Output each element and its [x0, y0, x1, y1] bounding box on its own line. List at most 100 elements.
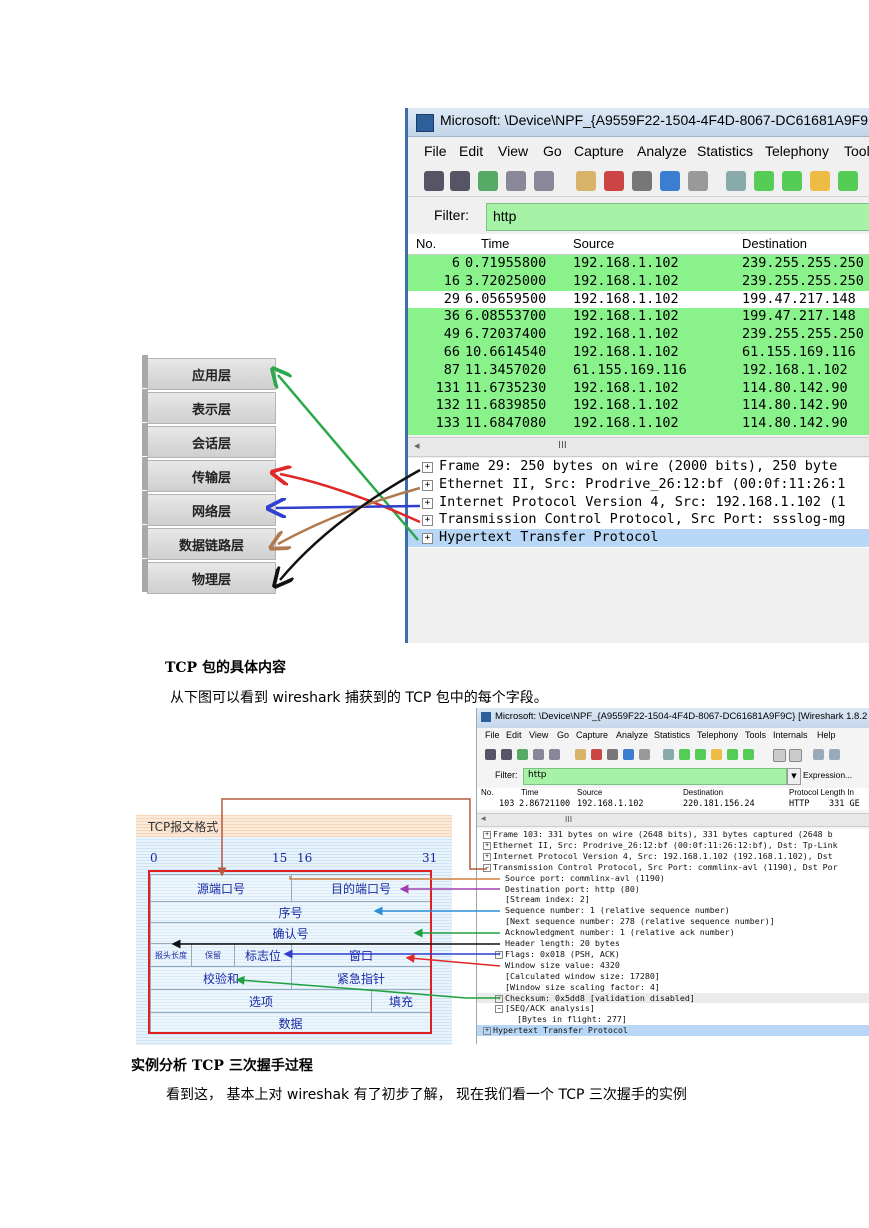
menu-tools[interactable]: Tools	[745, 730, 767, 740]
detail-row[interactable]: Acknowledgment number: 1 (relative ack n…	[477, 927, 869, 938]
menu-view[interactable]: View	[498, 143, 529, 159]
start-capture-icon[interactable]	[478, 171, 498, 191]
go-back-icon[interactable]	[754, 171, 774, 191]
column-source[interactable]: Source	[577, 788, 603, 797]
interfaces-icon[interactable]	[424, 171, 444, 191]
detail-row[interactable]: −Transmission Control Protocol, Src Port…	[477, 862, 869, 873]
detail-row[interactable]: +Frame 103: 331 bytes on wire (2648 bits…	[477, 829, 869, 840]
detail-row[interactable]: [Next sequence number: 278 (relative seq…	[477, 916, 869, 927]
expand-icon[interactable]: +	[483, 1027, 491, 1036]
menu-telephony[interactable]: Telephony	[765, 143, 829, 159]
stop-capture-icon[interactable]	[533, 749, 544, 760]
go-back-icon[interactable]	[679, 749, 690, 760]
menu-view[interactable]: View	[529, 730, 549, 740]
column-source[interactable]: Source	[573, 236, 615, 251]
horizontal-scrollbar[interactable]: ◂ III	[477, 813, 869, 827]
detail-row[interactable]: −[SEQ/ACK analysis]	[477, 1003, 869, 1014]
detail-row[interactable]: +Frame 29: 250 bytes on wire (2000 bits)…	[408, 458, 869, 476]
expand-icon[interactable]: +	[422, 533, 433, 545]
expand-icon[interactable]: +	[483, 831, 491, 839]
options-icon[interactable]	[501, 749, 512, 760]
reload-icon[interactable]	[660, 171, 680, 191]
print-icon[interactable]	[688, 171, 708, 191]
filter-dropdown-icon[interactable]: ▼	[787, 768, 801, 785]
menu-capture[interactable]: Capture	[574, 143, 624, 159]
expand-icon[interactable]: +	[483, 852, 491, 861]
detail-row[interactable]: +Ethernet II, Src: Prodrive_26:12:bf (00…	[477, 840, 869, 851]
go-forward-icon[interactable]	[695, 749, 706, 760]
column-time[interactable]: Time	[481, 236, 510, 251]
packet-row[interactable]: 103 2.86721100 192.168.1.102 220.181.156…	[477, 799, 869, 810]
zoom-in-icon[interactable]	[813, 749, 824, 760]
detail-row[interactable]: +Hypertext Transfer Protocol	[408, 529, 869, 547]
expand-icon[interactable]: −	[495, 1005, 503, 1014]
restart-capture-icon[interactable]	[549, 749, 560, 760]
detail-row[interactable]: +Ethernet II, Src: Prodrive_26:12:bf (00…	[408, 476, 869, 494]
expand-icon[interactable]: +	[422, 515, 433, 527]
detail-row[interactable]: +Internet Protocol Version 4, Src: 192.1…	[477, 851, 869, 862]
menu-telephony[interactable]: Telephony	[697, 730, 739, 740]
expand-icon[interactable]: +	[422, 462, 433, 473]
detail-row[interactable]: Sequence number: 1 (relative sequence nu…	[477, 905, 869, 916]
filter-input[interactable]: http	[523, 768, 787, 785]
menu-go[interactable]: Go	[543, 143, 562, 159]
save-file-icon[interactable]	[604, 171, 624, 191]
save-file-icon[interactable]	[591, 749, 602, 760]
menu-capture[interactable]: Capture	[576, 730, 609, 740]
expand-icon[interactable]: −	[483, 863, 491, 872]
detail-row[interactable]: [Stream index: 2]	[477, 894, 869, 905]
detail-row[interactable]: Destination port: http (80)	[477, 884, 869, 895]
column-no[interactable]: No.	[416, 236, 437, 251]
find-icon[interactable]	[663, 749, 674, 760]
interfaces-icon[interactable]	[485, 749, 496, 760]
go-to-packet-icon[interactable]	[711, 749, 722, 760]
expand-icon[interactable]: +	[483, 841, 491, 850]
expand-icon[interactable]: +	[422, 479, 433, 491]
colorize-icon[interactable]	[773, 749, 786, 762]
reload-icon[interactable]	[623, 749, 634, 760]
column-no[interactable]: No.	[481, 788, 494, 797]
scrollbar-thumb[interactable]: III	[558, 440, 567, 451]
zoom-out-icon[interactable]	[829, 749, 840, 760]
start-capture-icon[interactable]	[517, 749, 528, 760]
column-protocol-length[interactable]: Protocol Length In	[789, 788, 854, 797]
menu-go[interactable]: Go	[557, 730, 570, 740]
menu-file[interactable]: File	[424, 143, 447, 159]
print-icon[interactable]	[639, 749, 650, 760]
scroll-left-arrow-icon[interactable]: ◂	[481, 814, 486, 824]
go-first-icon[interactable]	[838, 171, 858, 191]
options-icon[interactable]	[450, 171, 470, 191]
find-icon[interactable]	[726, 171, 746, 191]
go-last-icon[interactable]	[743, 749, 754, 760]
detail-row[interactable]: Header length: 20 bytes	[477, 938, 869, 949]
menu-file[interactable]: File	[485, 730, 500, 740]
detail-row[interactable]: [Window size scaling factor: 4]	[477, 982, 869, 993]
detail-row[interactable]: [Bytes in flight: 277]	[477, 1014, 869, 1025]
detail-row[interactable]: Source port: commlinx-avl (1190)	[477, 873, 869, 884]
open-file-icon[interactable]	[576, 171, 596, 191]
go-first-icon[interactable]	[727, 749, 738, 760]
detail-row[interactable]: +Hypertext Transfer Protocol	[477, 1025, 869, 1037]
detail-row[interactable]: +Transmission Control Protocol, Src Port…	[408, 511, 869, 529]
stop-capture-icon[interactable]	[506, 171, 526, 191]
column-destination[interactable]: Destination	[683, 788, 724, 797]
restart-capture-icon[interactable]	[534, 171, 554, 191]
menu-statistics[interactable]: Statistics	[697, 143, 754, 159]
expand-icon[interactable]: +	[422, 497, 433, 509]
expression-button[interactable]: Expression...	[803, 770, 853, 780]
menu-analyze[interactable]: Analyze	[637, 143, 687, 159]
detail-row[interactable]: Window size value: 4320	[477, 960, 869, 971]
detail-row[interactable]: +Internet Protocol Version 4, Src: 192.1…	[408, 494, 869, 512]
column-destination[interactable]: Destination	[742, 236, 808, 251]
menu-statistics[interactable]: Statistics	[654, 730, 691, 740]
